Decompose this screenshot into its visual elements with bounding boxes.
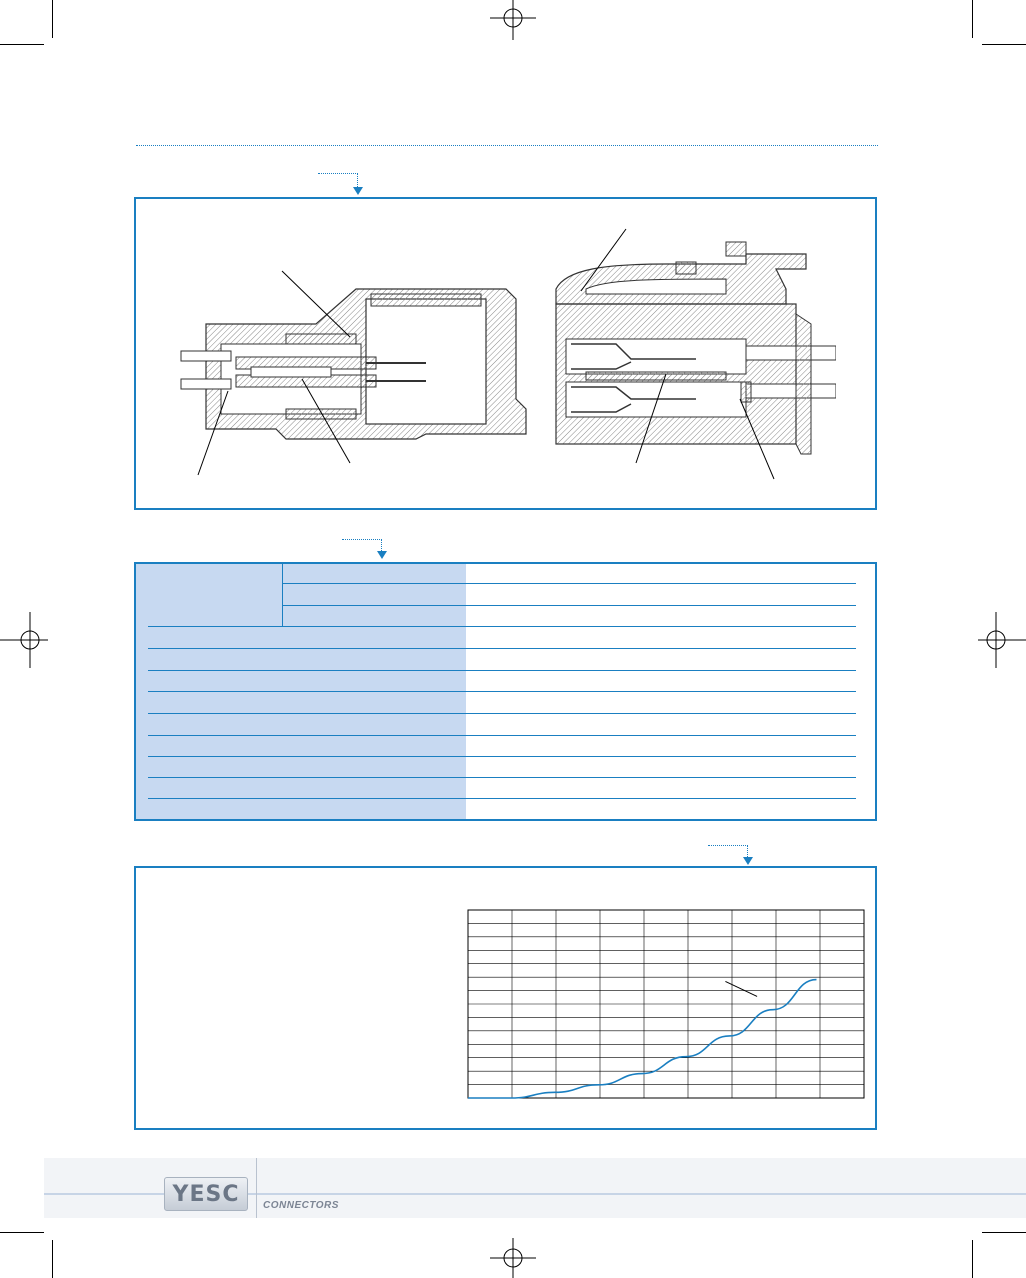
crop-mark-bottom-right-h <box>982 1232 1026 1233</box>
crop-mark-bottom-left-v <box>52 1240 53 1278</box>
registration-mark-top <box>490 0 536 40</box>
header-dotted-rule <box>136 145 878 146</box>
spec-row-line <box>148 713 856 714</box>
crop-mark-top-left-v <box>52 0 53 38</box>
registration-mark-bottom <box>490 1238 536 1278</box>
spec-group-row-line <box>282 605 856 606</box>
brand-logo: YESC <box>164 1177 248 1211</box>
spec-row-line <box>148 691 856 692</box>
crop-mark-bottom-right-v <box>972 1240 973 1278</box>
crop-mark-bottom-left-h <box>0 1232 44 1233</box>
spec-group-row-line <box>282 583 856 584</box>
chart-series-line <box>467 978 817 1099</box>
logo-divider <box>256 1158 257 1218</box>
registration-mark-right <box>978 612 1026 668</box>
crop-mark-top-right-h <box>982 44 1026 45</box>
crop-mark-top-right-v <box>972 0 973 38</box>
spec-table <box>134 562 877 821</box>
brand-tagline: CONNECTORS <box>263 1200 339 1211</box>
footer-line <box>44 1193 1026 1195</box>
leader-lines <box>197 228 775 480</box>
spec-row-line <box>148 756 856 757</box>
connector-cross-section-left <box>180 288 527 440</box>
registration-mark-left <box>0 612 48 668</box>
spec-group-row-line <box>148 626 856 627</box>
spec-row-line <box>148 670 856 671</box>
spec-row-line <box>148 777 856 778</box>
spec-group-divider <box>282 564 283 626</box>
spec-row-line <box>148 648 856 649</box>
crop-mark-top-left-h <box>0 44 44 45</box>
spec-row-line <box>148 798 856 799</box>
connector-cross-section-right <box>555 241 836 455</box>
cross-section-panel <box>134 197 877 510</box>
chart-panel <box>134 866 877 1130</box>
chart-series-leader <box>725 980 758 997</box>
derating-chart <box>467 909 865 1099</box>
spec-row-line <box>148 735 856 736</box>
